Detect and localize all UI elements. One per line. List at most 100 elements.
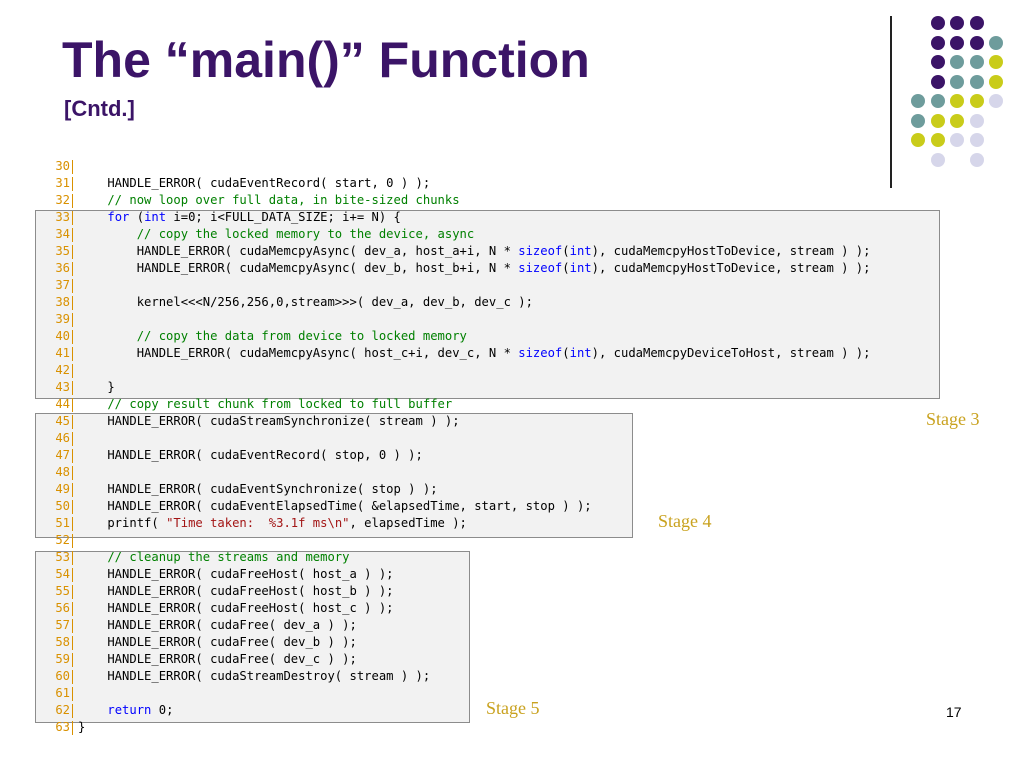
decorative-dot [950, 133, 964, 147]
decorative-dot [911, 94, 925, 108]
line-separator [72, 432, 73, 446]
code-token: ), cudaMemcpyHostToDevice, stream ) ); [591, 244, 871, 258]
stage3-label: Stage 3 [926, 409, 980, 429]
code-token: HANDLE_ERROR( cudaFree( dev_b ) ); [78, 635, 357, 649]
code-keyword: sizeof [518, 244, 563, 258]
code-text: printf( "Time taken: %3.1f ms\n", elapse… [78, 515, 467, 532]
decorative-dot [989, 74, 1003, 89]
line-separator [72, 483, 73, 497]
code-token: ( [562, 346, 570, 360]
code-token: ), cudaMemcpyDeviceToHost, stream ) ); [591, 346, 871, 360]
line-number: 37 [55, 278, 70, 292]
code-keyword: return [107, 703, 152, 717]
decorative-dot [969, 133, 984, 147]
decorative-dot [950, 35, 964, 50]
line-separator [72, 347, 73, 361]
code-token: HANDLE_ERROR( cudaFree( dev_a ) ); [78, 618, 357, 632]
code-token: } [78, 720, 86, 734]
code-comment: // now loop over full data, in bite-size… [78, 193, 460, 207]
line-separator [72, 602, 73, 616]
line-separator [72, 704, 73, 718]
line-separator [72, 194, 73, 208]
line-separator [72, 534, 73, 548]
code-text: HANDLE_ERROR( cudaFreeHost( host_c ) ); [78, 600, 394, 617]
code-token: HANDLE_ERROR( cudaFreeHost( host_c ) ); [78, 601, 394, 615]
line-separator [72, 585, 73, 599]
code-keyword: sizeof [518, 261, 563, 275]
decorative-dot [930, 94, 945, 108]
decorative-dot [930, 133, 945, 147]
code-token: HANDLE_ERROR( cudaEventElapsedTime( &ela… [78, 499, 592, 513]
code-text: HANDLE_ERROR( cudaMemcpyAsync( dev_a, ho… [78, 243, 871, 260]
line-number: 36 [55, 261, 70, 275]
decorative-dot [950, 16, 964, 30]
line-separator [72, 177, 73, 191]
code-text: // copy result chunk from locked to full… [78, 396, 452, 413]
code-text: HANDLE_ERROR( cudaFree( dev_b ) ); [78, 634, 357, 651]
code-token: HANDLE_ERROR( cudaEventRecord( stop, 0 )… [78, 448, 423, 462]
decorative-dot [911, 133, 925, 147]
line-number: 48 [55, 465, 70, 479]
code-token: HANDLE_ERROR( cudaFreeHost( host_b ) ); [78, 584, 394, 598]
line-separator [72, 381, 73, 395]
stage5-highlight-box [35, 551, 470, 723]
slide-title: The “main()” Function [62, 32, 590, 88]
line-separator [72, 568, 73, 582]
line-separator [72, 636, 73, 650]
code-text: HANDLE_ERROR( cudaFree( dev_a ) ); [78, 617, 357, 634]
code-token: 0; [151, 703, 174, 717]
line-separator [72, 721, 73, 735]
code-token: } [78, 380, 115, 394]
decorative-dot [969, 94, 984, 108]
line-separator [72, 245, 73, 259]
code-text: // now loop over full data, in bite-size… [78, 192, 460, 209]
code-comment: // copy the locked memory to the device,… [78, 227, 475, 241]
code-token [78, 703, 107, 717]
code-comment: // cleanup the streams and memory [78, 550, 350, 564]
line-number: 41 [55, 346, 70, 360]
line-separator [72, 670, 73, 684]
code-text: // copy the data from device to locked m… [78, 328, 467, 345]
line-number: 54 [55, 567, 70, 581]
decorative-dot [989, 35, 1003, 50]
decorative-dot [969, 74, 984, 89]
decorative-dot [989, 55, 1003, 69]
code-comment: // copy result chunk from locked to full… [78, 397, 453, 411]
line-separator [72, 330, 73, 344]
line-separator [72, 279, 73, 293]
line-number: 58 [55, 635, 70, 649]
code-token: kernel<<<N/256,256,0,stream>>>( dev_a, d… [78, 295, 533, 309]
line-number: 30 [55, 159, 70, 173]
line-number: 45 [55, 414, 70, 428]
code-token: HANDLE_ERROR( cudaEventRecord( start, 0 … [78, 176, 431, 190]
code-text: return 0; [78, 702, 173, 719]
code-keyword: int [569, 244, 592, 258]
line-separator [72, 228, 73, 242]
code-text: // cleanup the streams and memory [78, 549, 350, 566]
line-number: 61 [55, 686, 70, 700]
code-text: kernel<<<N/256,256,0,stream>>>( dev_a, d… [78, 294, 533, 311]
code-keyword: sizeof [518, 346, 563, 360]
decorative-dot [930, 35, 945, 50]
decorative-dot [930, 113, 945, 128]
line-separator [72, 398, 73, 412]
code-token: HANDLE_ERROR( cudaFree( dev_c ) ); [78, 652, 357, 666]
code-text: HANDLE_ERROR( cudaEventRecord( stop, 0 )… [78, 447, 423, 464]
decorative-dot [950, 55, 964, 69]
code-text: } [78, 719, 85, 736]
line-separator [72, 619, 73, 633]
line-number: 50 [55, 499, 70, 513]
decorative-dot [969, 152, 984, 167]
code-text: HANDLE_ERROR( cudaEventRecord( start, 0 … [78, 175, 430, 192]
code-token: ( [562, 261, 570, 275]
line-number: 31 [55, 176, 70, 190]
line-separator [72, 517, 73, 531]
line-number: 59 [55, 652, 70, 666]
code-text: HANDLE_ERROR( cudaFreeHost( host_b ) ); [78, 583, 394, 600]
line-separator [72, 211, 73, 225]
line-separator [72, 551, 73, 565]
line-separator [72, 262, 73, 276]
code-string: "Time taken: %3.1f ms\n" [166, 516, 350, 530]
page-number: 17 [946, 704, 962, 720]
decorative-dot [950, 74, 964, 89]
